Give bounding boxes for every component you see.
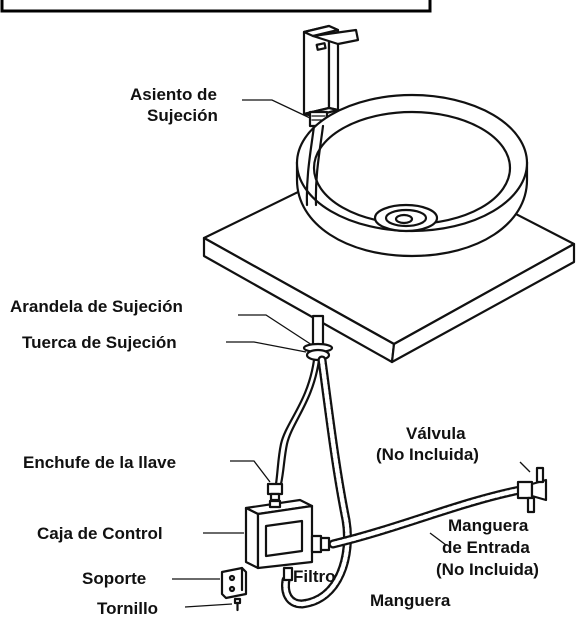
basin [295, 93, 529, 258]
tailpiece [311, 314, 325, 348]
label-manguera-entrada-line2: de Entrada [442, 538, 530, 557]
leader-lines [172, 99, 531, 608]
control-box [244, 498, 314, 570]
title-box [0, 0, 432, 13]
label-valvula-line2: (No Incluida) [376, 445, 479, 464]
label-tuerca: Tuerca de Sujeción [22, 333, 177, 352]
label-manguera-entrada-line3: (No Incluida) [436, 560, 539, 579]
label-asiento-line1: Asiento de [130, 85, 217, 104]
label-manguera-entrada-line1: Manguera [448, 516, 529, 535]
screw [233, 597, 242, 612]
label-caja: Caja de Control [37, 524, 163, 543]
label-valvula-line1: Válvula [406, 424, 466, 443]
faucet-plug [266, 482, 284, 496]
label-tornillo: Tornillo [97, 599, 158, 618]
faucet [302, 24, 360, 118]
filter [282, 534, 331, 582]
label-filtro: Filtro [293, 567, 336, 586]
faucet-cable [274, 358, 316, 486]
label-enchufe: Enchufe de la llave [23, 453, 176, 472]
valve [516, 466, 548, 514]
label-asiento-line2: Sujeción [147, 106, 218, 125]
label-manguera: Manguera [370, 591, 451, 610]
label-soporte: Soporte [82, 569, 146, 588]
bracket [220, 566, 248, 600]
label-arandela: Arandela de Sujeción [10, 297, 183, 316]
